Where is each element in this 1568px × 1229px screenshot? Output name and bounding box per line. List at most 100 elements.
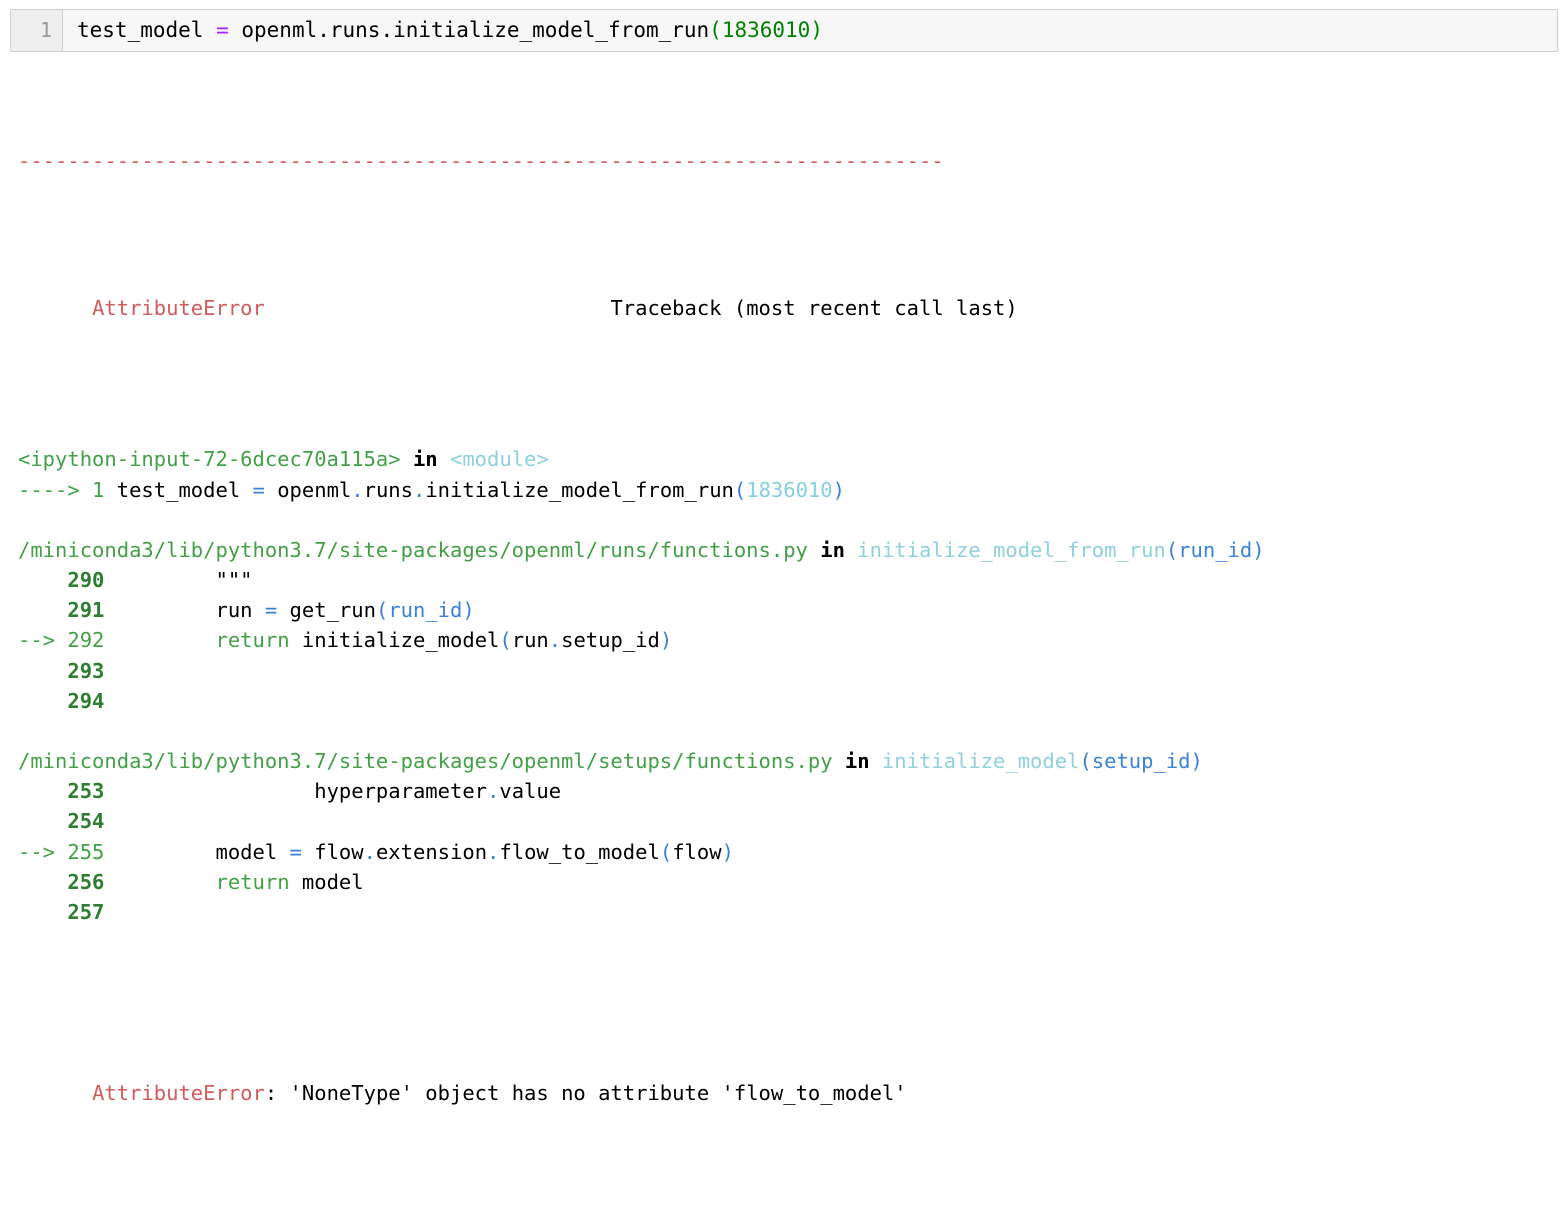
frame-1-source-292-token-0: --> 292 (18, 628, 105, 653)
frame-2-source-257-token-0: 257 (18, 900, 105, 925)
frame-1-source-294-token-0: 294 (18, 688, 105, 713)
frame-2-location-token-0: /miniconda3/lib/python3.7/site-packages/… (18, 749, 833, 774)
frame-2-source-254: 254 (18, 806, 1568, 836)
input-source-token-1: = (216, 18, 229, 42)
frame-1-source-292-token-7: setup_id (561, 628, 660, 653)
frame-2-location-token-1: in (832, 749, 882, 774)
frame-2-location-token-5: ) (1190, 749, 1203, 774)
input-source-token-3: (1836010) (709, 18, 823, 42)
frame-2-source-255-token-3: flow (301, 839, 364, 864)
frame-2-source-255-token-4: . (363, 839, 376, 864)
frame-2-source-256-token-0: 256 (18, 869, 105, 894)
frame-2-source-256-token-1 (104, 870, 215, 894)
frame-0-source-1-token-10: ) (832, 477, 845, 502)
frame-1-location-token-4: run_id (1178, 537, 1253, 562)
frame-2-source-256-token-3: model (289, 869, 364, 894)
frame-0-source-1-token-3: openml (264, 477, 352, 502)
frame-0-source-1-token-1: test_model (116, 477, 253, 502)
frame-1-source-291-token-1: run (104, 598, 265, 623)
frame-2-location-token-3: ( (1079, 749, 1092, 774)
frame-2-source-253-token-1: hyperparameter (104, 779, 488, 804)
frame-0-source-1-token-6: . (412, 477, 426, 502)
frame-2-source-255: --> 255 model = flow.extension.flow_to_m… (18, 837, 1568, 867)
frame-2-source-253-token-0: 253 (18, 779, 105, 804)
frame-1-source-292-token-5: run (511, 628, 549, 653)
frame-1-location-token-1: in (807, 537, 858, 562)
traceback-separator-rule: ----------------------------------------… (18, 148, 944, 173)
traceback-header-right: Traceback (most recent call last) (610, 296, 1018, 321)
frame-1-source-292-token-6: . (548, 628, 562, 653)
traceback-header-line: AttributeError Traceback (most recent ca… (18, 263, 1568, 354)
frame-2-source-255-token-10: ) (721, 839, 734, 864)
frame-2-source-255-token-5: extension (375, 839, 488, 864)
traceback-final-line: AttributeError: 'NoneType' object has no… (18, 1048, 1568, 1139)
frame-1-source-292-token-4: ( (499, 628, 512, 653)
frame-1-source-291-token-0: 291 (18, 598, 105, 623)
frame-1-source-291: 291 run = get_run(run_id) (18, 595, 1568, 625)
frame-2-source-255-token-2: = (289, 839, 302, 864)
code-input-source[interactable]: test_model = openml.runs.initialize_mode… (63, 10, 1557, 51)
frame-1-source-293: 293 (18, 656, 1568, 686)
frame-1-source-292-token-8: ) (659, 628, 673, 653)
frame-0-location-token-2: <module> (449, 447, 549, 472)
frame-2-source-257: 257 (18, 897, 1568, 927)
frame-2-source-256: 256 return model (18, 867, 1568, 897)
frame-1-source-291-token-4: ( (375, 598, 389, 623)
header-spacer (265, 296, 611, 320)
input-source-token-2: openml.runs.initialize_model_from_run (228, 18, 710, 42)
frame-0-location: <ipython-input-72-6dcec70a115a> in <modu… (18, 444, 1568, 474)
frame-2-location-token-4: setup_id (1091, 749, 1191, 774)
exception-name-final: AttributeError (92, 1081, 265, 1106)
frame-1-source-290-token-1: """ (104, 568, 253, 593)
exception-name-header: AttributeError (92, 296, 265, 321)
frame-1-location-token-2: initialize_model_from_run (857, 537, 1166, 562)
frame-0-source-1-token-5: runs (363, 477, 413, 502)
frame-1-source-293-token-0: 293 (18, 658, 105, 683)
exception-message: : 'NoneType' object has no attribute 'fl… (264, 1081, 907, 1106)
frame-1-source-294: 294 (18, 686, 1568, 716)
frame-1-location: /miniconda3/lib/python3.7/site-packages/… (18, 535, 1568, 565)
frame-2-location: /miniconda3/lib/python3.7/site-packages/… (18, 746, 1568, 776)
frame-1-location-token-3: ( (1165, 537, 1179, 562)
frame-1-source-290-token-0: 290 (18, 568, 105, 593)
frame-2-source-255-token-6: . (487, 839, 500, 864)
traceback-frames: <ipython-input-72-6dcec70a115a> in <modu… (18, 444, 1568, 957)
frame-1-source-291-token-5: run_id (388, 598, 463, 623)
frame-2-source-255-token-0: --> 255 (18, 839, 105, 864)
frame-1-source-292-token-3: initialize_model (289, 628, 500, 653)
traceback-output: ----------------------------------------… (0, 52, 1568, 1229)
frame-1-location-token-0: /miniconda3/lib/python3.7/site-packages/… (18, 537, 808, 562)
frame-0-source-1-token-9: 1836010 (746, 477, 833, 502)
notebook-output-area: 1 test_model = openml.runs.initialize_mo… (0, 9, 1568, 1229)
frame-0-source-1-token-7: initialize_model_from_run (425, 477, 734, 502)
frame-1-source-291-token-6: ) (462, 598, 475, 623)
frame-1-source-291-token-3: get_run (277, 598, 376, 623)
frame-1-location-token-5: ) (1252, 537, 1265, 562)
frame-0-source-1-token-2: = (252, 477, 265, 502)
frame-0-source-1-token-0: ----> 1 (18, 477, 117, 502)
frame-0-source-1-token-8: ( (733, 477, 747, 502)
frame-1-source-292-token-1 (104, 628, 215, 652)
cell-prompt-number: 1 (11, 10, 63, 51)
frame-1-source-290: 290 """ (18, 565, 1568, 595)
frame-2-source-253-token-3: value (499, 779, 562, 804)
frame-2-location-token-2: initialize_model (881, 749, 1080, 774)
frame-1-source-292-token-2: return (215, 628, 290, 653)
input-source-token-0: test_model (77, 18, 217, 42)
blank-1 (18, 505, 1568, 535)
frame-2-source-256-token-2: return (215, 869, 290, 894)
frame-2-source-254-token-0: 254 (18, 809, 105, 834)
frame-0-location-token-0: <ipython-input-72-6dcec70a115a> (18, 447, 401, 472)
frame-2-source-255-token-9: flow (672, 839, 722, 864)
frame-2-source-253-token-2: . (487, 779, 500, 804)
frame-2-source-255-token-1: model (104, 839, 290, 864)
frame-2-source-255-token-8: ( (659, 839, 673, 864)
frame-0-source-1-token-4: . (351, 477, 364, 502)
frame-1-source-292: --> 292 return initialize_model(run.setu… (18, 625, 1568, 655)
blank-2 (18, 716, 1568, 746)
frame-2-source-253: 253 hyperparameter.value (18, 776, 1568, 806)
code-input-cell[interactable]: 1 test_model = openml.runs.initialize_mo… (10, 9, 1558, 52)
frame-0-location-token-1: in (400, 447, 450, 472)
blank-3 (18, 927, 1568, 957)
frame-0-source-1: ----> 1 test_model = openml.runs.initial… (18, 475, 1568, 505)
